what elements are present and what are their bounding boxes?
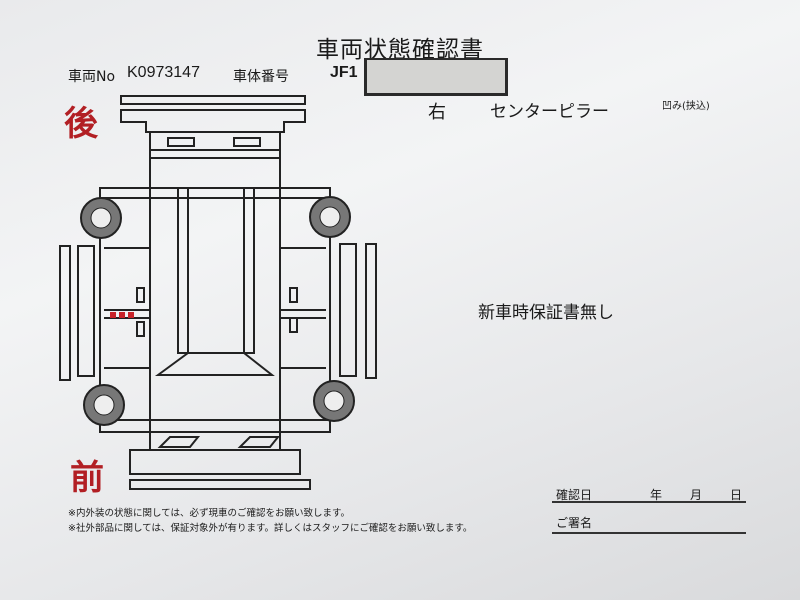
vehicle-no-label: 車両No xyxy=(68,69,116,85)
signature-line xyxy=(552,532,746,534)
damage-type: 凹み(挟込) xyxy=(662,101,710,112)
chassis-no-label: 車体番号 xyxy=(233,69,289,85)
signature-label: ご署名 xyxy=(556,516,593,530)
date-line xyxy=(552,501,746,503)
year-label: 年 xyxy=(650,488,663,502)
vehicle-no-value: K0973147 xyxy=(127,64,200,81)
damage-part: センターピラー xyxy=(490,102,609,122)
damage-side: 右 xyxy=(428,102,446,123)
note-2: ※社外部品に関しては、保証対象外が有ります。詳しくはスタッフにご確認をお願い致し… xyxy=(68,523,473,534)
month-label: 月 xyxy=(690,488,703,502)
redaction-sticker xyxy=(364,58,508,96)
chassis-no-prefix: JF1 xyxy=(330,64,358,81)
damage-mark xyxy=(110,312,134,318)
front-label: 前 xyxy=(70,458,104,498)
rear-label: 後 xyxy=(64,104,98,144)
note-1: ※内外装の状態に関しては、必ず現車のご確認をお願い致します。 xyxy=(68,508,351,519)
wheels xyxy=(80,196,355,426)
confirm-date-label: 確認日 xyxy=(556,488,593,502)
remark: 新車時保証書無し xyxy=(478,303,614,323)
day-label: 日 xyxy=(730,488,743,502)
